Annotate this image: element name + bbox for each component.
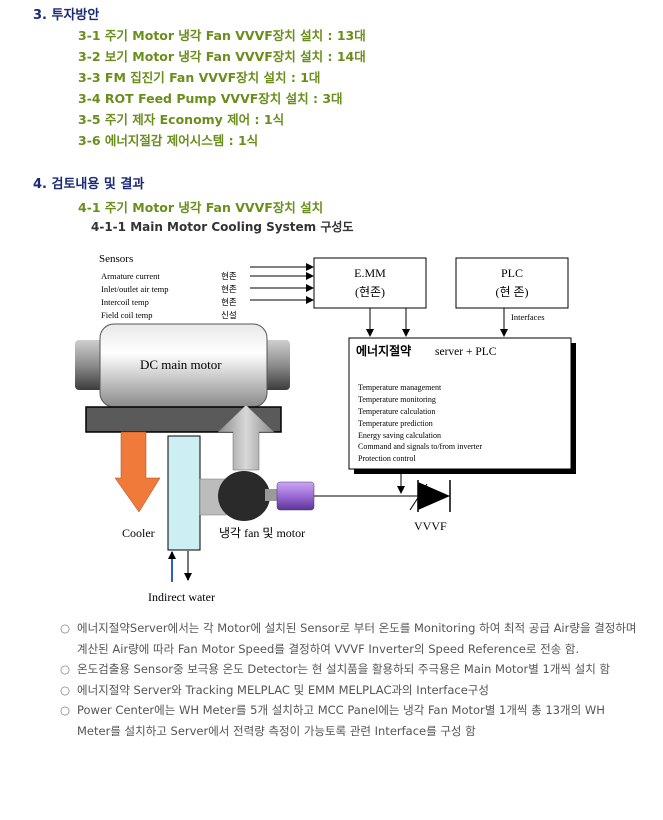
plc-box	[455, 257, 569, 309]
bullet-icon: ○	[60, 682, 71, 697]
list-item: 3-1 주기 Motor 냉각 Fan VVVF장치 설치 : 13대	[78, 28, 366, 43]
sensor-label: Inlet/outlet air temp	[101, 284, 169, 294]
water-label: Indirect water	[148, 590, 215, 604]
fan-motor	[276, 481, 315, 511]
emm-label: E.MM	[354, 266, 386, 280]
list-item: 3-2 보기 Motor 냉각 Fan VVVF장치 설치 : 14대	[78, 49, 366, 64]
server-function: Temperature monitoring	[358, 395, 436, 404]
cool-air-arrow	[217, 404, 275, 471]
plc-label: PLC	[501, 266, 523, 280]
server-function: Temperature management	[358, 383, 442, 392]
sensor-status: 신설	[221, 310, 237, 320]
vvvf-label: VVVF	[414, 519, 447, 533]
note-item: ○ 에너지절약Server에서는 각 Motor에 설치된 Sensor로 부터 …	[60, 618, 640, 659]
interfaces-label: Interfaces	[511, 312, 545, 322]
bullet-icon: ○	[60, 703, 71, 717]
sensors-title: Sensors	[99, 253, 133, 265]
note-item: ○ 온도검출용 Sensor중 보극용 온도 Detector는 현 설치품을 활…	[60, 659, 640, 680]
motor-label: DC main motor	[140, 357, 222, 372]
list-item: 3-4 ROT Feed Pump VVVF장치 설치 : 3대	[78, 91, 343, 106]
cooling-fan	[218, 471, 270, 521]
diagram-subtitle: 4-1-1 Main Motor Cooling System 구성도	[91, 220, 354, 234]
section-4-item: 4-1 주기 Motor 냉각 Fan VVVF장치 설치	[78, 200, 324, 215]
fan-label: 냉각 fan 및 motor	[219, 526, 305, 540]
section-4-title: 4. 검토내용 및 결과	[33, 177, 145, 192]
dc-main-motor	[75, 323, 290, 408]
plc-status: (현 존)	[495, 285, 528, 299]
notes-list: ○ 에너지절약Server에서는 각 Motor에 설치된 Sensor로 부터 …	[60, 618, 640, 741]
note-text: 에너지절약Server에서는 각 Motor에 설치된 Sensor로 부터 온…	[77, 621, 637, 656]
list-item: 3-3 FM 집진기 Fan VVVF장치 설치 : 1대	[78, 70, 321, 85]
sensor-label: Intercoil temp	[101, 297, 149, 307]
bullet-icon: ○	[60, 621, 71, 635]
emm-plc-arrows	[366, 308, 508, 337]
list-item: 3-5 주기 제자 Economy 제어 : 1식	[78, 112, 285, 127]
fan-shaft	[265, 489, 277, 501]
bullet-icon: ○	[60, 662, 71, 676]
list-item: 3-6 에너지절감 제어시스템 : 1식	[78, 133, 259, 148]
server-function: Command and signals to/from inverter	[358, 442, 482, 451]
sensor-label: Field coil temp	[101, 310, 152, 320]
note-text: 에너지절약 Server와 Tracking MELPLAC 및 EMM MEL…	[77, 682, 489, 697]
note-text: Power Center에는 WH Meter를 5개 설치하고 MCC Pan…	[77, 703, 605, 738]
server-function: Protection control	[358, 454, 416, 463]
section-3-title: 3. 투자방안	[33, 8, 100, 23]
hot-air-arrow	[114, 431, 161, 513]
server-title-en: server + PLC	[435, 346, 497, 358]
server-box	[348, 337, 572, 470]
server-title-ko: 에너지절약	[356, 343, 411, 358]
emm-status: (현존)	[355, 285, 385, 299]
sensor-status: 현존	[221, 284, 237, 294]
sensor-status: 현존	[221, 297, 237, 307]
cooler	[167, 435, 201, 551]
cooler-label: Cooler	[122, 526, 155, 540]
note-item: ○ 에너지절약 Server와 Tracking MELPLAC 및 EMM ME…	[60, 680, 640, 701]
sensor-arrows	[250, 263, 314, 304]
note-text: 온도검출용 Sensor중 보극용 온도 Detector는 현 설치품을 활용…	[77, 662, 611, 676]
note-item: ○ Power Center에는 WH Meter를 5개 설치하고 MCC Pa…	[60, 700, 640, 741]
server-function: Temperature prediction	[358, 419, 433, 428]
emm-box	[313, 257, 427, 309]
vvvf-symbol	[409, 480, 451, 512]
server-function: Energy saving calculation	[358, 431, 441, 440]
sensor-label: Armature current	[101, 271, 160, 281]
server-function: Temperature calculation	[358, 407, 435, 416]
sensor-status: 현존	[221, 271, 237, 281]
